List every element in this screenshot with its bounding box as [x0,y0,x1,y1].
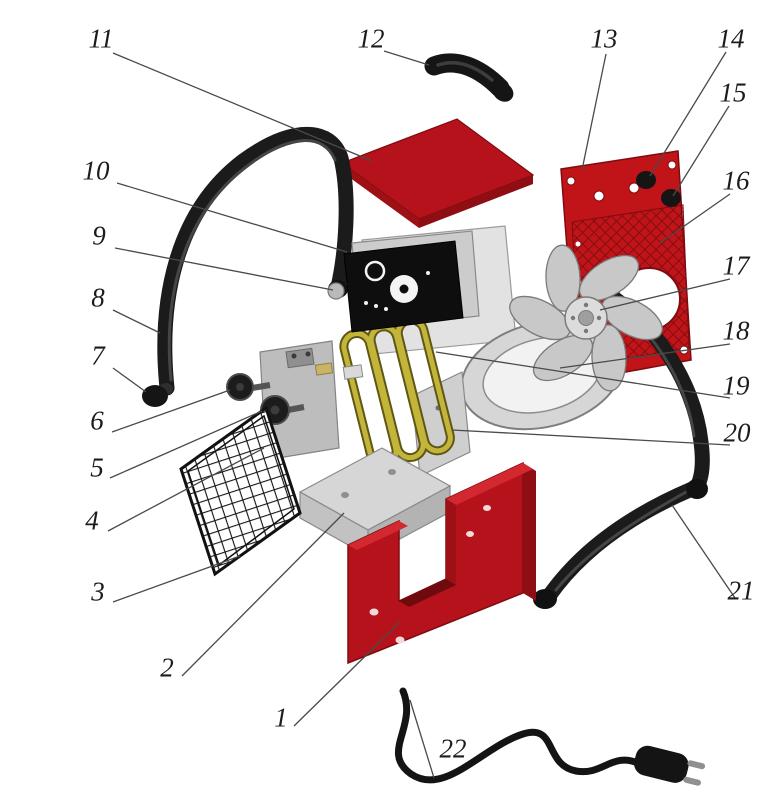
callout-18: 18 [722,315,750,346]
leader-21 [671,504,736,599]
callout-11: 11 [88,23,114,54]
leader-1 [293,621,401,727]
knob-6 [226,373,254,401]
leader-16 [659,193,731,244]
callout-9: 9 [92,220,106,251]
part-foot-7 [142,383,173,407]
callout-20: 20 [723,417,751,448]
callout-13: 13 [590,23,618,54]
leader-4 [107,447,265,532]
leader-lines [107,50,736,779]
callout-8: 8 [91,282,105,313]
callout-17: 17 [722,250,750,281]
part-power-cord [394,687,706,786]
part-control-panel [327,230,480,333]
leader-17 [599,278,731,311]
callout-19: 19 [722,370,750,401]
leader-13 [581,53,607,171]
leader-11 [112,52,373,162]
leader-19 [435,351,731,399]
callout-10: 10 [82,155,110,186]
callout-6: 6 [90,405,104,436]
leader-12 [383,50,430,66]
leader-6 [111,389,231,433]
callout-22: 22 [439,733,467,764]
callout-16: 16 [722,165,750,196]
leader-7 [112,367,147,393]
leader-18 [559,343,731,369]
side-knob [327,282,345,300]
leader-2 [181,512,345,677]
callout-3: 3 [91,576,105,607]
rubber-foot-15 [661,189,681,207]
leader-14 [649,51,727,177]
part-switch-bracket [226,340,364,461]
mode-knob-ring [364,260,386,282]
callout-5: 5 [90,452,104,483]
part-front-grille [179,405,302,577]
part-top-cover [340,118,535,228]
callout-14: 14 [717,23,745,54]
leader-5 [109,410,263,479]
part-carry-handle [424,53,514,102]
callout-1: 1 [274,702,288,733]
leader-3 [112,555,241,603]
leader-8 [112,309,161,334]
leader-22 [409,699,435,779]
callout-7: 7 [91,340,105,371]
rubber-foot-right [533,589,557,609]
callout-15: 15 [719,77,747,108]
callout-12: 12 [357,23,385,54]
rubber-foot-14 [636,171,656,189]
leader-9 [114,247,334,291]
part-base-housing [347,461,536,665]
callout-21: 21 [727,575,755,606]
leader-10 [116,182,348,253]
power-plug [634,745,706,786]
leader-15 [672,105,730,197]
leader-20 [451,429,731,446]
callout-2: 2 [160,652,174,683]
callout-4: 4 [85,505,99,536]
